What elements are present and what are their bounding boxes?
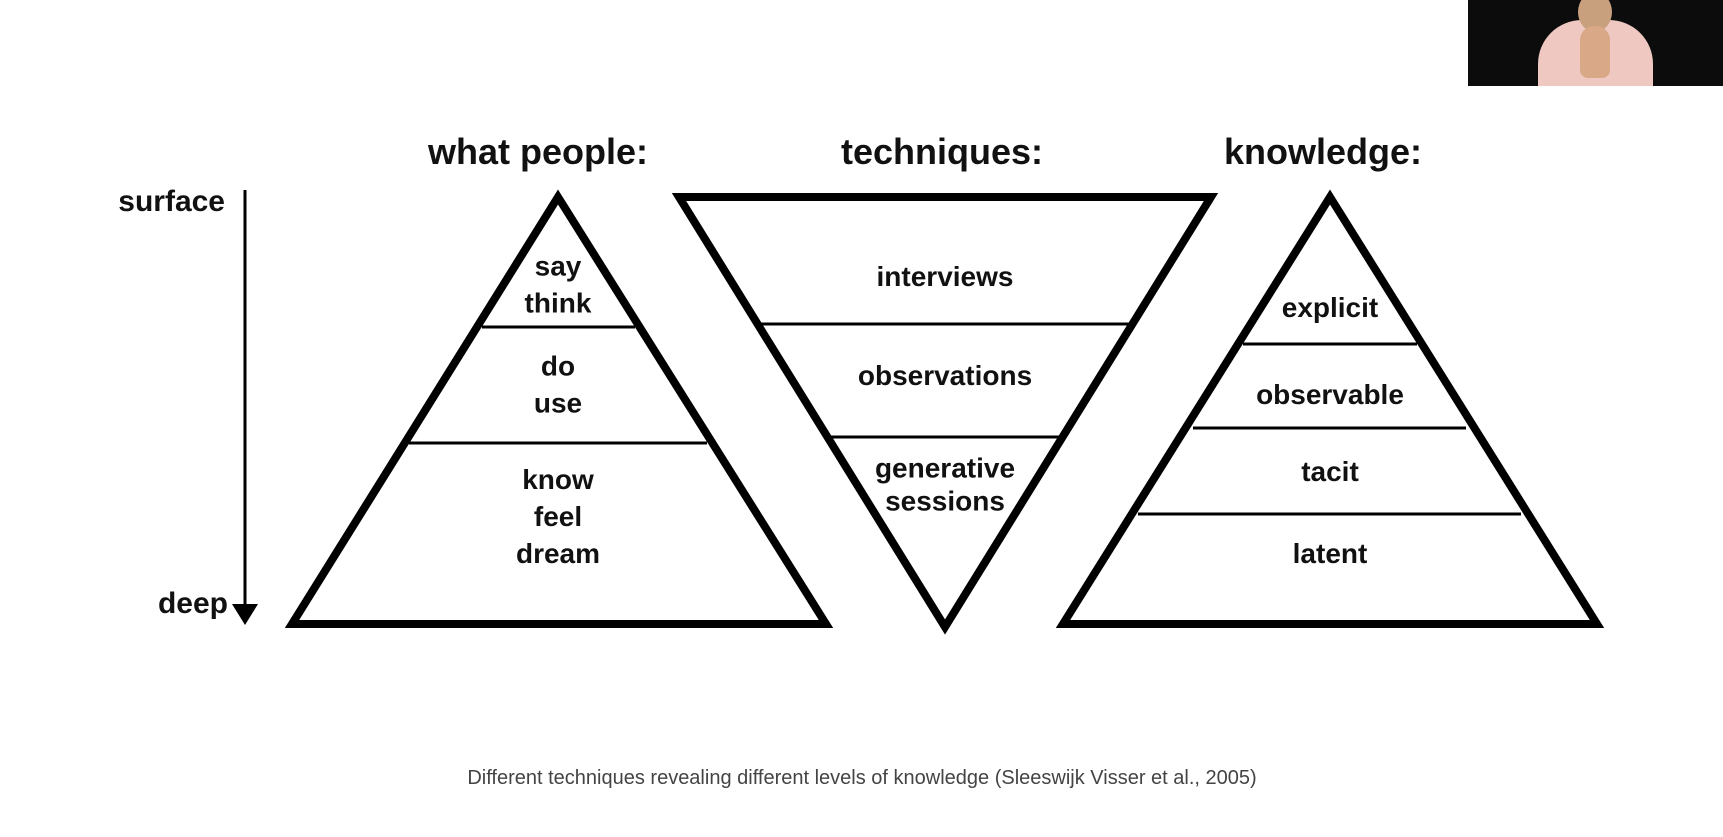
pyramid-knowledge: explicit observable tacit latent <box>1055 189 1605 628</box>
heading-what-people: what people: <box>427 131 648 172</box>
layer-word-latent: latent <box>1293 538 1368 569</box>
layer-word-sessions: sessions <box>885 486 1005 517</box>
layer-word-interviews: interviews <box>877 261 1014 292</box>
layer-word-dream: dream <box>516 538 600 569</box>
layer-word-say: say <box>535 251 582 282</box>
layer-word-explicit: explicit <box>1282 292 1378 323</box>
figure-caption: Different techniques revealing different… <box>467 767 1256 789</box>
depth-axis: surface deep <box>118 185 258 625</box>
layer-word-observations: observations <box>858 360 1032 391</box>
presenter-video-thumbnail <box>1468 0 1723 86</box>
heading-techniques: techniques: <box>841 131 1043 172</box>
heading-knowledge: knowledge: <box>1224 131 1422 172</box>
layer-word-use: use <box>534 388 582 419</box>
layer-word-observable: observable <box>1256 379 1404 410</box>
layer-word-think: think <box>525 288 592 319</box>
presenter-hands <box>1580 26 1610 78</box>
layer-word-feel: feel <box>534 501 582 532</box>
pyramid-what-people: say think do use know feel dream <box>284 189 834 628</box>
surface-label: surface <box>118 185 225 218</box>
pyramid-knowledge-outline <box>1055 189 1605 628</box>
funnel-techniques-outline <box>671 193 1219 635</box>
pyramid-people-layers: say think do use know feel dream <box>516 251 600 570</box>
layer-word-generative: generative <box>875 453 1015 484</box>
layer-word-do: do <box>541 351 575 382</box>
deep-label: deep <box>158 587 228 620</box>
layer-word-know: know <box>522 464 594 495</box>
layer-word-tacit: tacit <box>1301 456 1359 487</box>
pyramid-people-outline <box>284 189 834 628</box>
pyramid-knowledge-layers: explicit observable tacit latent <box>1256 292 1404 569</box>
arrow-down-icon <box>232 604 258 625</box>
